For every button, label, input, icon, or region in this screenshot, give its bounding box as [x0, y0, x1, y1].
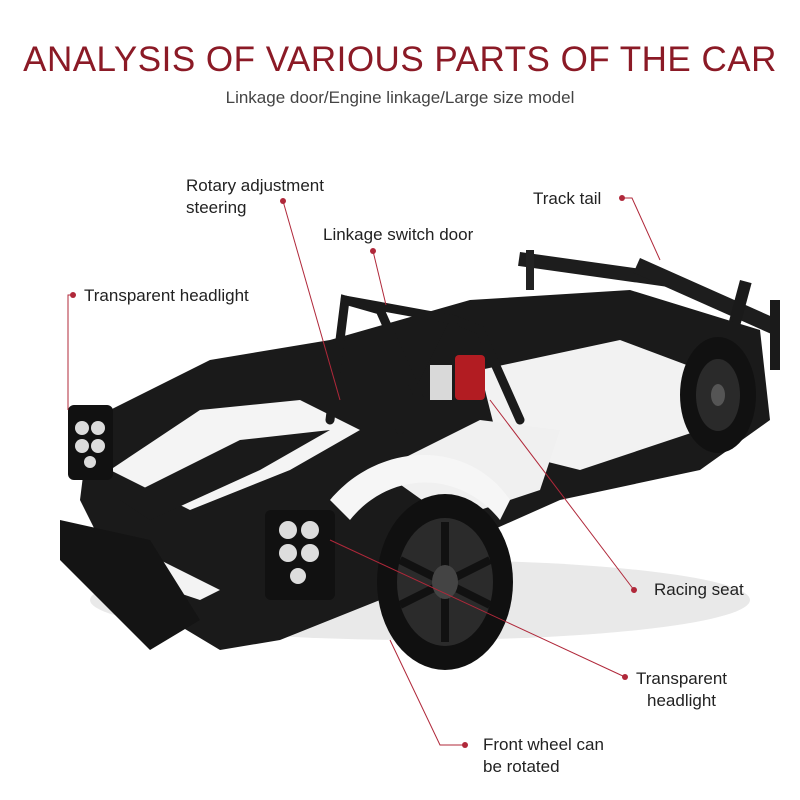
- callout-headlight-right: Transparent headlight: [636, 668, 727, 712]
- right-headlight: [265, 510, 335, 600]
- front-wheel-arch: [330, 455, 510, 520]
- callout-front-wheel: Front wheel can be rotated: [483, 734, 604, 778]
- callout-rotary-steering-line1: Rotary adjustment: [186, 176, 324, 195]
- front-wheel: [377, 494, 513, 670]
- callout-track-tail: Track tail: [533, 189, 602, 208]
- engine-detail-red: [455, 355, 485, 400]
- rear-wing: [518, 250, 780, 370]
- engine-detail-gray: [430, 365, 452, 400]
- roll-cage: [325, 294, 525, 435]
- car-stripe: [120, 430, 330, 520]
- callout-racing-seat: Racing seat: [654, 580, 744, 599]
- callout-headlight-right-line1: Transparent: [636, 669, 728, 688]
- rear-wheel: [680, 337, 756, 453]
- page-subtitle: Linkage door/Engine linkage/Large size m…: [225, 88, 575, 107]
- callout-headlight-left: Transparent headlight: [84, 286, 249, 305]
- callout-rotary-steering: Rotary adjustment steering: [186, 175, 324, 219]
- callout-front-wheel-line2: be rotated: [483, 757, 560, 776]
- callout-linkage-door: Linkage switch door: [323, 225, 474, 244]
- callout-front-wheel-line1: Front wheel can: [483, 735, 604, 754]
- callout-headlight-right-line2: headlight: [647, 691, 717, 710]
- front-splitter: [60, 520, 200, 650]
- callout-rotary-steering-line2: steering: [186, 198, 247, 217]
- page-title: ANALYSIS OF VARIOUS PARTS OF THE CAR: [23, 40, 777, 79]
- leader-lines: [67, 195, 661, 748]
- left-headlight: [68, 405, 113, 480]
